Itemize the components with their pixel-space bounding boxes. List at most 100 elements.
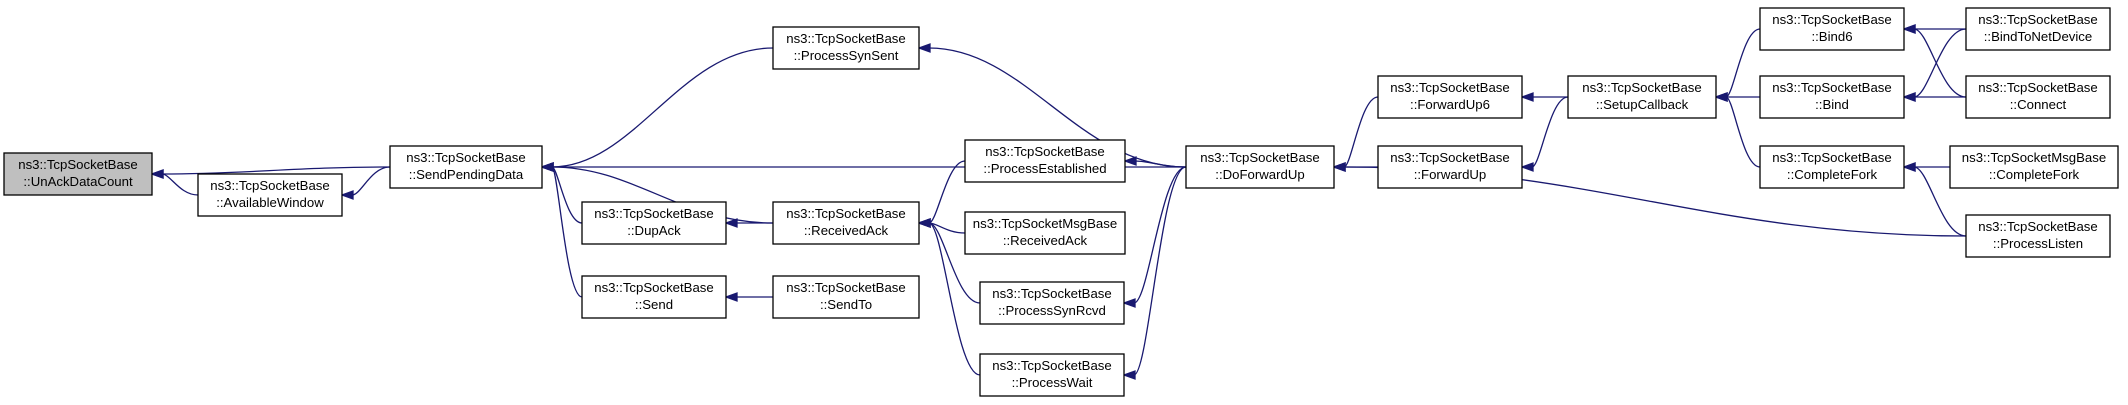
- node-label-line1: ns3::TcpSocketBase: [1772, 150, 1892, 165]
- node-box: [1759, 145, 1905, 189]
- node-box: [1759, 75, 1905, 119]
- node-box: [1965, 214, 2111, 258]
- node-label-line1: ns3::TcpSocketBase: [786, 280, 906, 295]
- node-label-line2: ::SendTo: [820, 297, 872, 312]
- node-label-line1: ns3::TcpSocketBase: [406, 150, 526, 165]
- node-sendto[interactable]: ns3::TcpSocketBase::SendTo: [772, 275, 920, 319]
- node-sendpending[interactable]: ns3::TcpSocketBase::SendPendingData: [389, 145, 543, 189]
- edge-sendpending-to-unack: [150, 166, 391, 179]
- node-label-line1: ns3::TcpSocketBase: [210, 178, 330, 193]
- node-label-line1: ns3::TcpSocketBase: [1390, 80, 1510, 95]
- node-unack: ns3::TcpSocketBase::UnAckDataCount: [3, 152, 153, 196]
- node-procwait[interactable]: ns3::TcpSocketBase::ProcessWait: [979, 353, 1125, 397]
- node-box: [979, 281, 1125, 325]
- edge-forwardup6-to-doforwardup: [1332, 96, 1379, 172]
- node-msgrecvack[interactable]: ns3::TcpSocketMsgBase::ReceivedAck: [964, 211, 1126, 255]
- node-connect[interactable]: ns3::TcpSocketBase::Connect: [1965, 75, 2111, 119]
- node-box: [389, 145, 543, 189]
- node-label-line1: ns3::TcpSocketBase: [1390, 150, 1510, 165]
- node-label-line2: ::ProcessWait: [1012, 375, 1093, 390]
- node-label-line1: ns3::TcpSocketBase: [1582, 80, 1702, 95]
- node-label-line1: ns3::TcpSocketBase: [1978, 80, 2098, 95]
- node-doforwardup[interactable]: ns3::TcpSocketBase::DoForwardUp: [1185, 145, 1335, 189]
- node-label-line2: ::ProcessSynRcvd: [998, 303, 1106, 318]
- edge-procwait-to-recvack: [917, 218, 981, 376]
- node-label-line2: ::ForwardUp6: [1410, 97, 1490, 112]
- node-label-line1: ns3::TcpSocketBase: [786, 31, 906, 46]
- node-box: [1965, 75, 2111, 119]
- node-label-line1: ns3::TcpSocketBase: [992, 286, 1112, 301]
- edge-connect-to-bind: [1902, 92, 1967, 102]
- node-box: [964, 211, 1126, 255]
- call-edges: [150, 24, 1967, 380]
- edge-procest-to-recvack: [917, 160, 966, 228]
- edge-doforwardup-to-procsynrcvd: [1122, 166, 1187, 308]
- edge-sendpending-to-availwin: [340, 166, 391, 200]
- edge-bind6-to-setupcb: [1714, 28, 1761, 102]
- node-label-line2: ::CompleteFork: [1989, 167, 2080, 182]
- node-send[interactable]: ns3::TcpSocketBase::Send: [581, 275, 727, 319]
- node-box: [1965, 7, 2111, 51]
- node-box: [197, 173, 343, 217]
- node-procsynsent[interactable]: ns3::TcpSocketBase::ProcessSynSent: [772, 26, 920, 70]
- node-box: [772, 26, 920, 70]
- node-label-line2: ::DupAck: [627, 223, 681, 238]
- node-label-line2: ::SetupCallback: [1596, 97, 1689, 112]
- node-label-line1: ns3::TcpSocketBase: [1200, 150, 1320, 165]
- node-box: [1377, 75, 1523, 119]
- node-dupack[interactable]: ns3::TcpSocketBase::DupAck: [581, 201, 727, 245]
- node-procsynrcvd[interactable]: ns3::TcpSocketBase::ProcessSynRcvd: [979, 281, 1125, 325]
- node-box: [1567, 75, 1717, 119]
- node-label-line2: ::BindToNetDevice: [1984, 29, 2092, 44]
- node-box: [3, 152, 153, 196]
- node-box: [1377, 145, 1523, 189]
- edge-procsynsent-to-sendpending: [540, 47, 774, 172]
- node-label-line2: ::Connect: [2010, 97, 2067, 112]
- node-recvack[interactable]: ns3::TcpSocketBase::ReceivedAck: [772, 201, 920, 245]
- node-setupcb[interactable]: ns3::TcpSocketBase::SetupCallback: [1567, 75, 1717, 119]
- node-label-line1: ns3::TcpSocketBase: [1772, 12, 1892, 27]
- node-label-line1: ns3::TcpSocketBase: [594, 206, 714, 221]
- node-label-line1: ns3::TcpSocketMsgBase: [1962, 150, 2106, 165]
- node-label-line2: ::ReceivedAck: [1003, 233, 1088, 248]
- node-availwin[interactable]: ns3::TcpSocketBase::AvailableWindow: [197, 173, 343, 217]
- node-forwardup6[interactable]: ns3::TcpSocketBase::ForwardUp6: [1377, 75, 1523, 119]
- node-box: [772, 201, 920, 245]
- node-label-line1: ns3::TcpSocketMsgBase: [973, 216, 1117, 231]
- node-msgcompfork[interactable]: ns3::TcpSocketMsgBase::CompleteFork: [1949, 145, 2119, 189]
- node-box: [1185, 145, 1335, 189]
- edge-completefork-to-setupcb: [1714, 92, 1761, 168]
- node-label-line2: ::ProcessSynSent: [794, 48, 899, 63]
- edge-setupcb-to-forwardup: [1520, 96, 1569, 172]
- node-label-line2: ::Bind: [1815, 97, 1849, 112]
- node-forwardup[interactable]: ns3::TcpSocketBase::ForwardUp: [1377, 145, 1523, 189]
- node-bind6[interactable]: ns3::TcpSocketBase::Bind6: [1759, 7, 1905, 51]
- node-proclisten[interactable]: ns3::TcpSocketBase::ProcessListen: [1965, 214, 2111, 258]
- node-box: [964, 139, 1126, 183]
- edge-send-to-sendpending: [540, 162, 583, 298]
- node-bindtonetdev[interactable]: ns3::TcpSocketBase::BindToNetDevice: [1965, 7, 2111, 51]
- node-box: [772, 275, 920, 319]
- node-label-line2: ::ForwardUp: [1414, 167, 1487, 182]
- node-label-line2: ::ReceivedAck: [804, 223, 889, 238]
- edge-proclisten-to-completefork: [1902, 162, 1967, 237]
- node-procest[interactable]: ns3::TcpSocketBase::ProcessEstablished: [964, 139, 1126, 183]
- edge-setupcb-to-forwardup6: [1520, 92, 1569, 102]
- node-label-line1: ns3::TcpSocketBase: [1978, 219, 2098, 234]
- edge-connect-to-bind6: [1902, 24, 1967, 98]
- node-box: [1759, 7, 1905, 51]
- edge-recvack-to-dupack: [724, 218, 774, 228]
- node-label-line2: ::CompleteFork: [1787, 167, 1878, 182]
- node-label-line1: ns3::TcpSocketBase: [786, 206, 906, 221]
- edge-doforwardup-to-procwait: [1122, 166, 1187, 380]
- node-completefork[interactable]: ns3::TcpSocketBase::CompleteFork: [1759, 145, 1905, 189]
- node-label-line2: ::Bind6: [1811, 29, 1852, 44]
- node-box: [581, 201, 727, 245]
- edge-doforwardup-to-procest: [1123, 156, 1187, 168]
- node-label-line2: ::DoForwardUp: [1215, 167, 1304, 182]
- node-bind[interactable]: ns3::TcpSocketBase::Bind: [1759, 75, 1905, 119]
- node-box: [979, 353, 1125, 397]
- node-label-line2: ::AvailableWindow: [216, 195, 324, 210]
